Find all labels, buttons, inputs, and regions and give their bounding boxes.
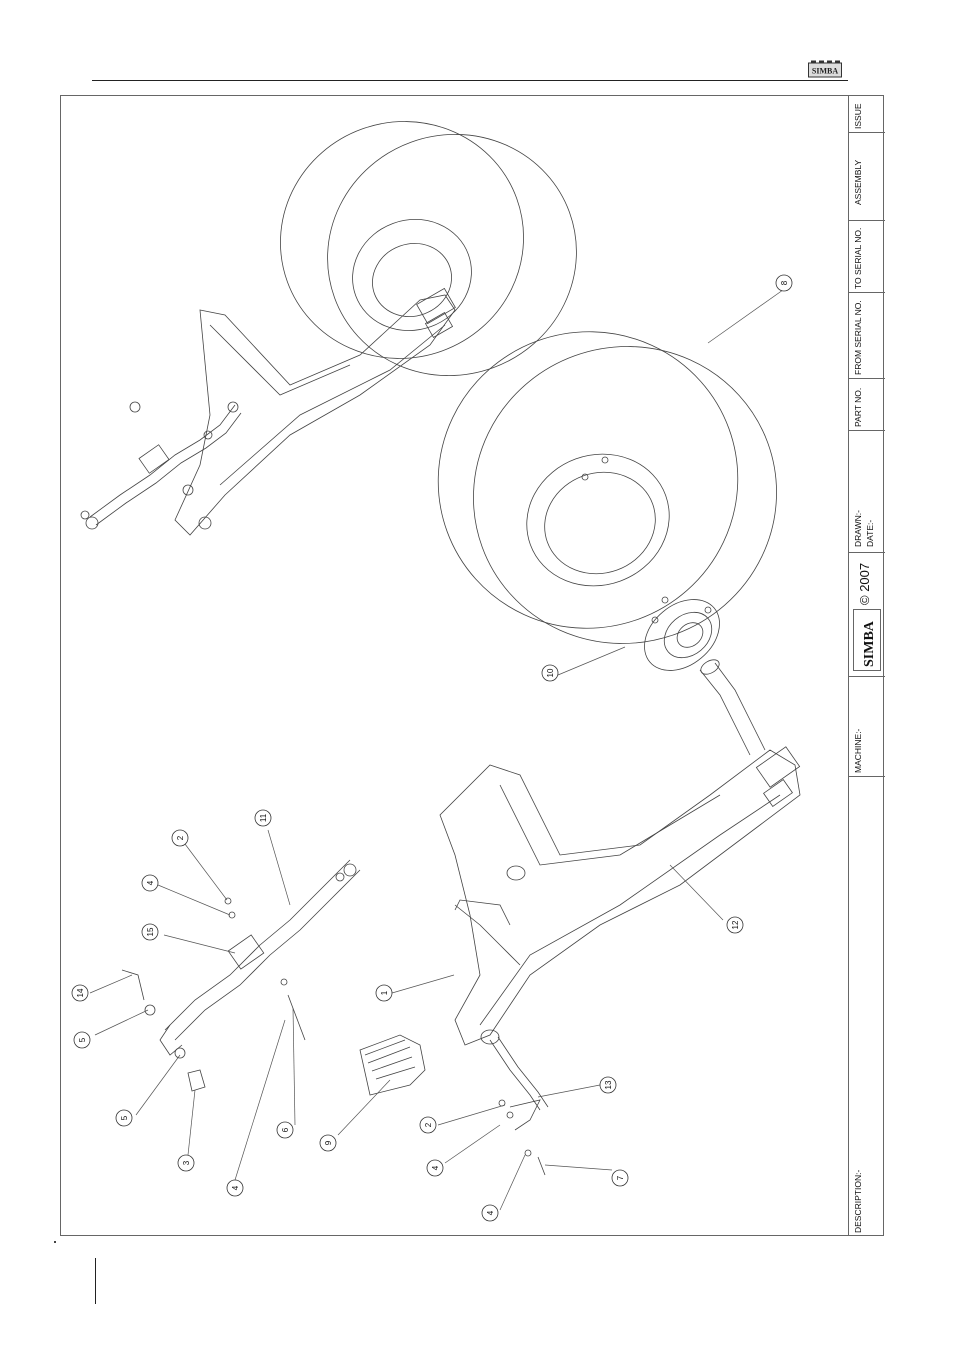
assembly-label: ASSEMBLY xyxy=(853,160,863,205)
callout-1: 1 xyxy=(380,990,389,995)
wheel-hub xyxy=(631,585,734,685)
callout-14: 14 xyxy=(76,988,85,997)
exploded-assembly-drawing: 8 10 12 13 7 1 9 2 4 4 11 2 4 15 14 5 5 … xyxy=(60,95,848,1236)
simba-header-logo: SIMBA xyxy=(808,60,842,78)
brand-logo-text: SIMBA xyxy=(862,620,877,667)
upper-swing-arm xyxy=(130,288,455,535)
callout-11: 11 xyxy=(259,813,268,822)
to-serial-label: TO SERIAL NO. xyxy=(853,228,863,289)
header-rule xyxy=(92,80,848,81)
stub-axle xyxy=(698,657,765,755)
upper-drive-shaft xyxy=(81,402,241,529)
callout-3: 3 xyxy=(182,1160,191,1165)
callout-7: 7 xyxy=(616,1175,625,1180)
upper-wheel xyxy=(247,95,611,411)
callout-4d: 4 xyxy=(486,1210,495,1215)
callout-4b: 4 xyxy=(231,1185,240,1190)
date-label: DATE:- xyxy=(865,520,875,547)
callout-bubbles xyxy=(72,275,792,1221)
callout-6: 6 xyxy=(281,1127,290,1132)
description-label: DESCRIPTION:- xyxy=(853,1170,863,1233)
callout-2b: 2 xyxy=(424,1122,433,1127)
lower-drive-shaft xyxy=(160,860,360,1055)
title-cell-issue: ISSUE xyxy=(849,95,885,133)
title-cell-drawn: DRAWN:- DATE:- xyxy=(849,431,885,553)
callout-12: 12 xyxy=(731,920,740,929)
part-no-label: PART NO. xyxy=(853,388,863,427)
from-serial-label: FROM SERIAL NO. xyxy=(853,300,863,375)
title-cell-description: DESCRIPTION:- xyxy=(849,777,885,1236)
title-cell-from-serial: FROM SERIAL NO. xyxy=(849,293,885,379)
callout-9: 9 xyxy=(324,1140,333,1145)
lower-swing-arm xyxy=(440,747,800,1045)
issue-label: ISSUE xyxy=(853,103,863,129)
copyright-text: © 2007 xyxy=(857,563,872,605)
margin-dot xyxy=(54,1241,56,1243)
footer-rule xyxy=(95,1258,96,1304)
drawn-label: DRAWN:- xyxy=(853,510,863,547)
title-cell-brand: SIMBA © 2007 xyxy=(849,553,885,677)
callout-5a: 5 xyxy=(78,1037,87,1042)
guard-plates xyxy=(360,1035,425,1095)
machine-label: MACHINE:- xyxy=(853,729,863,773)
callout-2a: 2 xyxy=(176,835,185,840)
callout-8: 8 xyxy=(780,280,789,285)
callout-10: 10 xyxy=(546,668,555,677)
callout-4a: 4 xyxy=(146,880,155,885)
title-cell-to-serial: TO SERIAL NO. xyxy=(849,221,885,293)
title-cell-part-no: PART NO. xyxy=(849,379,885,431)
title-cell-machine: MACHINE:- xyxy=(849,677,885,777)
header-logo-text: SIMBA xyxy=(812,67,838,76)
simba-brand-logo: SIMBA xyxy=(853,609,881,671)
loose-fasteners xyxy=(122,898,545,1175)
callout-4c: 4 xyxy=(431,1165,440,1170)
callout-5b: 5 xyxy=(120,1115,129,1120)
lower-wheel xyxy=(396,290,818,686)
title-block: ISSUE ASSEMBLY TO SERIAL NO. FROM SERIAL… xyxy=(848,95,884,1236)
title-cell-assembly: ASSEMBLY xyxy=(849,133,885,221)
callout-15: 15 xyxy=(146,927,155,936)
callout-13: 13 xyxy=(604,1080,613,1089)
